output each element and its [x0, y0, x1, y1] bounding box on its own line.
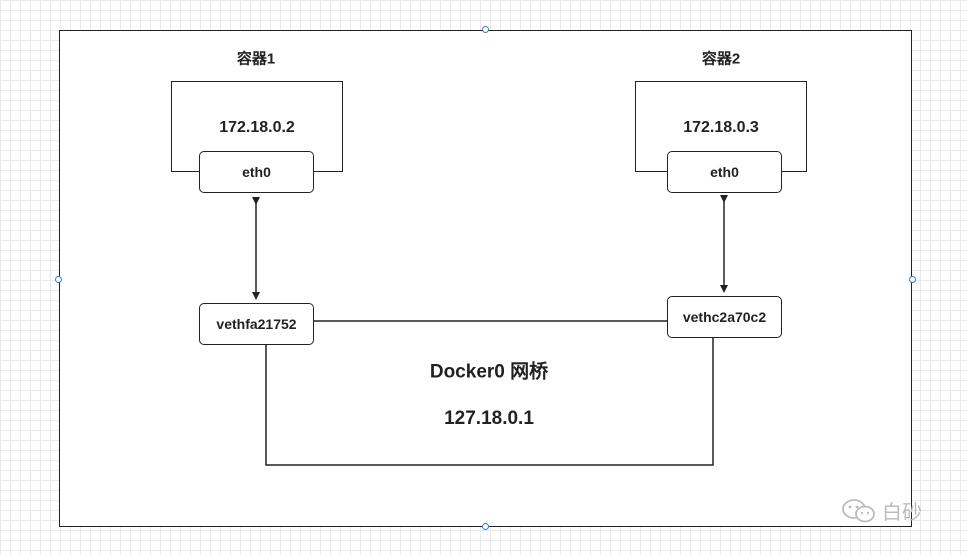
- watermark-text: 白砂: [882, 502, 922, 524]
- container2-ip: 172.18.0.3: [683, 119, 759, 136]
- container2-eth0[interactable]: eth0: [667, 151, 782, 193]
- bridge-outline: [265, 338, 714, 466]
- container2-title: 容器2: [701, 50, 741, 68]
- wechat-icon: [842, 498, 875, 522]
- container2-veth[interactable]: vethc2a70c2: [667, 296, 782, 338]
- bridge-ip: 127.18.0.1: [444, 408, 534, 429]
- resize-handle-left[interactable]: [55, 276, 62, 283]
- container1-eth0[interactable]: eth0: [199, 151, 314, 193]
- resize-handle-bottom[interactable]: [482, 523, 489, 530]
- container1-veth[interactable]: vethfa21752: [199, 303, 314, 345]
- watermark: 白砂: [840, 496, 922, 525]
- bridge-name: Docker0 网桥: [429, 361, 549, 383]
- container1-ip: 172.18.0.2: [219, 119, 295, 136]
- container1-title: 容器1: [236, 50, 276, 68]
- resize-handle-top[interactable]: [482, 26, 489, 33]
- resize-handle-right[interactable]: [909, 276, 916, 283]
